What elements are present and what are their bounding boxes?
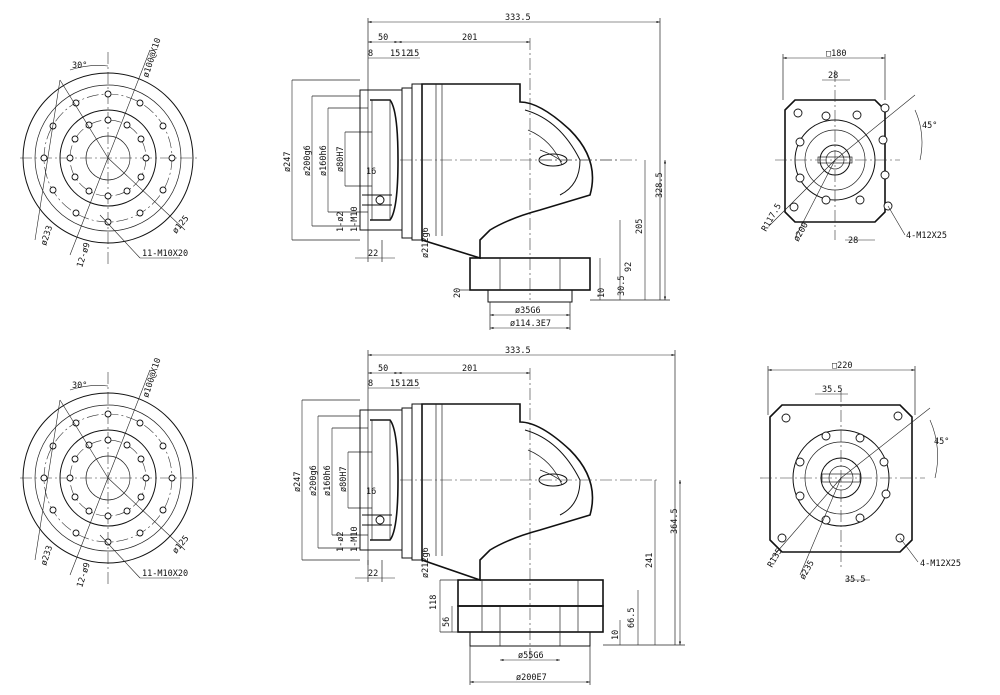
height-30-label: 30.5 [617,276,627,296]
bolt-holes-2 [40,410,176,546]
end-dia-label: ø200 [792,221,811,244]
dia160-label: ø160h6 [323,465,333,496]
flange-main-thread-label: ø100@X10 [141,357,163,399]
end-view-2: □220 35.5 [760,361,961,585]
view-2: 30° ø100@X10 ø233 ø125 12-ø9 11-M10X20 3… [20,346,961,685]
flange-view-2: 30° ø100@X10 ø233 ø125 12-ø9 11-M10X20 [20,357,200,589]
hole-1-label: 1-ø2 [336,532,346,552]
end-radius-label: R135 [766,547,785,570]
len-22-label: 22 [368,569,378,579]
dia247-label: ø247 [283,152,293,172]
thread-1-label: 1-M10 [350,206,360,232]
flange-dia125-label: ø125 [171,214,192,236]
end-radius-label: R117.5 [760,202,784,234]
dia200-label: ø200g6 [309,465,319,496]
len-201-label: 201 [462,364,477,374]
len-50-label: 50 [378,364,388,374]
len-15-label: 15 [390,379,400,389]
height-10-label: 10 [597,288,607,298]
len-16-label: 16 [366,487,376,497]
dia80-label: ø80H7 [339,466,349,492]
dia114-label: ø200E7 [516,673,547,683]
dia212-label: ø212g6 [421,547,431,578]
len-8-label: 8 [368,49,373,59]
end-view-1: □180 28 [760,49,947,246]
flange-main-thread-label: ø100@X10 [141,37,163,79]
height-10-label: 10 [611,630,621,640]
dia35-label: ø55G6 [518,651,544,661]
dia200-label: ø200g6 [303,145,313,176]
len-15b-label: 15 [409,379,419,389]
len-15-label: 15 [390,49,400,59]
flange-thread-label: 11-M10X20 [142,569,188,579]
end-28-top-label: 28 [828,71,838,81]
flange-dia125-label: ø125 [171,534,192,556]
flange-holes-label: 12-ø9 [75,561,92,588]
height-205-label: 205 [635,219,645,234]
side-view-1: 333.5 50 201 8 15 12 15 ø247 ø200g6 ø160… [283,13,670,330]
len-50-label: 50 [378,33,388,43]
flange-view-1: 30° ø100@X10 ø233 ø125 12-ø9 11-M10X20 [20,37,200,269]
len-15b-label: 15 [409,49,419,59]
side-view-2: 333.5 50 201 8 15 12 15 ø247 ø200g6 ø160… [293,346,685,685]
height-30-label: 66.5 [627,608,637,628]
end-holes-2 [777,411,905,543]
height-92-label: 118 [429,595,439,610]
end-thread-label: 4-M12X25 [906,231,947,241]
end-angle-label: 45° [934,437,949,447]
end-square-label: □220 [832,361,852,371]
height-92-label: 92 [624,262,634,272]
len-22-label: 22 [368,249,378,259]
overall-length-label: 333.5 [505,346,531,356]
dia35-label: ø35G6 [515,306,541,316]
flange-dia233-label: ø233 [39,544,55,567]
view-1: 30° ø100@X10 ø233 ø125 12-ø9 11-M10X20 3… [20,13,947,330]
dia114-label: ø114.3E7 [510,319,551,329]
flange-holes-label: 12-ø9 [75,241,92,268]
height-20-label: 56 [442,617,452,627]
dia247-label: ø247 [293,472,303,492]
flange-angle-label: 30° [72,61,87,71]
flange-thread-label: 11-M10X20 [142,249,188,259]
flange-angle-label: 30° [72,381,87,391]
hole-1-label: 1-ø2 [336,212,346,232]
len-12-label: 12 [401,379,411,389]
height-328-label: 328.5 [655,172,665,198]
end-dia-label: ø235 [798,559,817,582]
end-holes-1 [789,103,893,212]
dia160-label: ø160h6 [319,145,329,176]
overall-length-label: 333.5 [505,13,531,23]
height-328-label: 364.5 [670,508,680,534]
end-angle-label: 45° [922,121,937,131]
end-28-bot-label: 28 [848,236,858,246]
thread-1-label: 1-M10 [350,526,360,552]
dia80-label: ø80H7 [336,146,346,172]
end-28-bot-label: 35.5 [845,575,865,585]
dia212-label: ø212g6 [421,227,431,258]
end-28-top-label: 35.5 [822,385,842,395]
height-205-label: 241 [645,553,655,568]
height-20-label: 20 [453,288,463,298]
len-8-label: 8 [368,379,373,389]
end-thread-label: 4-M12X25 [920,559,961,569]
len-201-label: 201 [462,33,477,43]
len-12-label: 12 [401,49,411,59]
len-16-label: 16 [366,167,376,177]
flange-dia233-label: ø233 [39,224,55,247]
end-square-label: □180 [826,49,846,59]
